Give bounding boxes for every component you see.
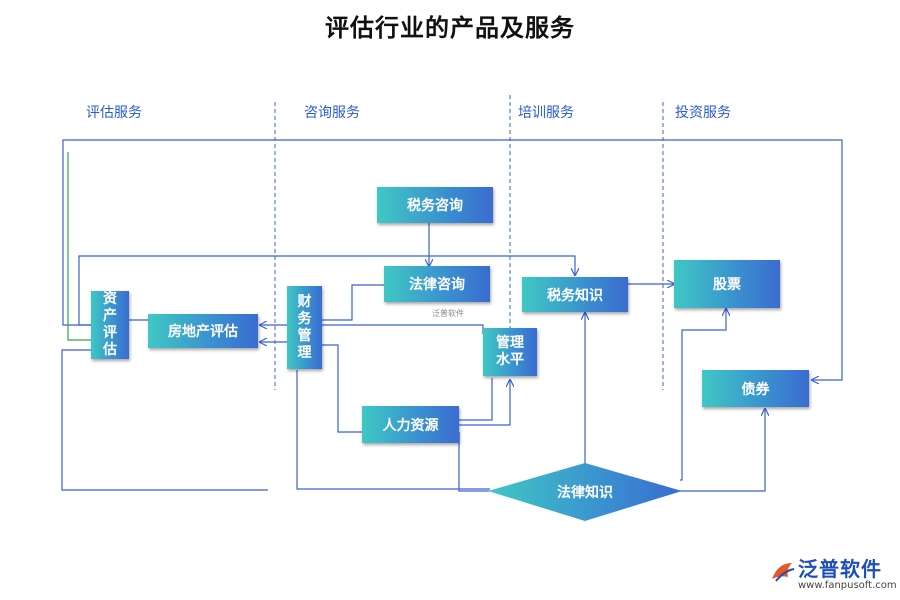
node-tax-knowledge: 税务知识 bbox=[522, 277, 628, 312]
logo-url: www.fanpusoft.com bbox=[798, 580, 897, 591]
node-asset-eval-char: 产 bbox=[103, 308, 117, 324]
column-dividers bbox=[274, 95, 664, 390]
node-mgmt-level-line: 水平 bbox=[496, 352, 524, 368]
logo-icon bbox=[772, 563, 795, 582]
node-real-estate-eval: 房地产评估 bbox=[148, 314, 258, 348]
node-finance-mgmt: 财 务 管 理 bbox=[287, 286, 322, 369]
node-law-knowledge: 法律知识 bbox=[557, 485, 613, 501]
node-hr: 人力资源 bbox=[362, 406, 459, 443]
node-law-consult: 法律咨询 bbox=[384, 266, 490, 302]
column-label-invest: 投资服务 bbox=[675, 105, 731, 121]
logo-name: 泛普软件 bbox=[798, 557, 882, 581]
node-mgmt-level: 管理 水平 bbox=[483, 328, 537, 376]
law-knowledge-diamond bbox=[488, 463, 682, 521]
column-label-training: 培训服务 bbox=[518, 105, 574, 121]
node-finance-mgmt-char: 财 bbox=[297, 293, 312, 310]
node-asset-eval-char: 估 bbox=[103, 342, 117, 358]
watermark: 泛普软件 bbox=[432, 309, 464, 318]
node-asset-eval: 资 产 评 估 bbox=[91, 291, 129, 359]
brand-logo: 泛普软件 www.fanpusoft.com bbox=[768, 553, 897, 597]
column-label-consult: 咨询服务 bbox=[304, 105, 360, 121]
node-finance-mgmt-char: 理 bbox=[297, 344, 312, 361]
node-asset-eval-char: 评 bbox=[103, 325, 117, 341]
node-bonds: 债券 bbox=[702, 370, 809, 407]
node-asset-eval-char: 资 bbox=[103, 291, 117, 307]
column-label-eval: 评估服务 bbox=[86, 105, 142, 121]
diagram-title: 评估行业的产品及服务 bbox=[325, 13, 575, 42]
node-finance-mgmt-char: 管 bbox=[297, 327, 312, 344]
node-tax-consult: 税务咨询 bbox=[377, 187, 493, 223]
node-finance-mgmt-char: 务 bbox=[297, 310, 312, 327]
node-mgmt-level-line: 管理 bbox=[496, 335, 524, 351]
node-stocks: 股票 bbox=[674, 260, 780, 308]
